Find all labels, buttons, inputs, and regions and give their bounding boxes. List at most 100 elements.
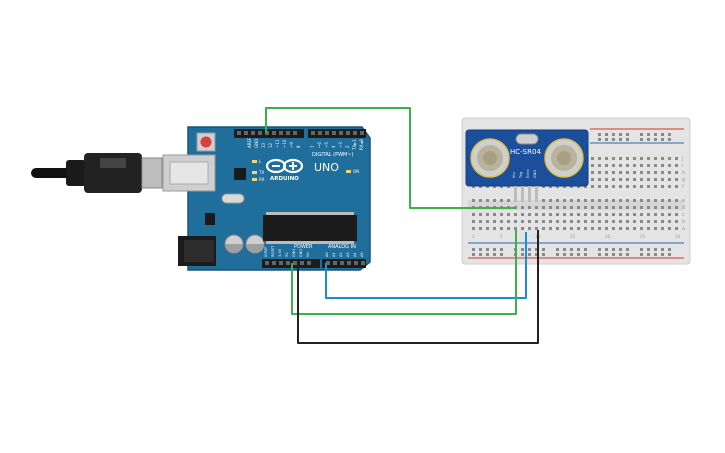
arduino-uno-board[interactable]: AREF GND 13 12 ~11 ~10 ~9 8 7 ~6 ~5 4 ~3…	[162, 126, 371, 271]
breadboard-hole[interactable]	[591, 164, 594, 167]
breadboard-hole[interactable]	[668, 199, 671, 202]
breadboard-hole[interactable]	[675, 171, 678, 174]
breadboard-hole[interactable]	[654, 227, 657, 230]
breadboard-hole[interactable]	[500, 253, 503, 256]
breadboard-hole[interactable]	[661, 206, 664, 209]
breadboard-hole[interactable]	[633, 213, 636, 216]
breadboard-hole[interactable]	[675, 164, 678, 167]
breadboard-hole[interactable]	[605, 138, 608, 141]
breadboard-hole[interactable]	[486, 199, 489, 202]
breadboard-hole[interactable]	[493, 213, 496, 216]
breadboard-hole[interactable]	[598, 253, 601, 256]
breadboard-hole[interactable]	[633, 199, 636, 202]
breadboard-hole[interactable]	[654, 206, 657, 209]
breadboard-hole[interactable]	[591, 199, 594, 202]
breadboard-hole[interactable]	[647, 171, 650, 174]
breadboard-hole[interactable]	[675, 157, 678, 160]
breadboard-hole[interactable]	[633, 157, 636, 160]
breadboard-hole[interactable]	[612, 253, 615, 256]
breadboard-hole[interactable]	[626, 227, 629, 230]
breadboard-hole[interactable]	[500, 248, 503, 251]
reset-button[interactable]	[200, 136, 212, 148]
breadboard-hole[interactable]	[647, 185, 650, 188]
breadboard-hole[interactable]	[612, 206, 615, 209]
breadboard-hole[interactable]	[626, 253, 629, 256]
breadboard-hole[interactable]	[500, 199, 503, 202]
breadboard-hole[interactable]	[577, 199, 580, 202]
breadboard-hole[interactable]	[619, 248, 622, 251]
breadboard-hole[interactable]	[528, 248, 531, 251]
breadboard-hole[interactable]	[626, 133, 629, 136]
breadboard-hole[interactable]	[577, 248, 580, 251]
breadboard-hole[interactable]	[577, 220, 580, 223]
breadboard-hole[interactable]	[598, 227, 601, 230]
breadboard-hole[interactable]	[493, 253, 496, 256]
breadboard-hole[interactable]	[661, 253, 664, 256]
breadboard-hole[interactable]	[528, 227, 531, 230]
breadboard-hole[interactable]	[521, 227, 524, 230]
breadboard-hole[interactable]	[640, 199, 643, 202]
breadboard-hole[interactable]	[605, 178, 608, 181]
breadboard-hole[interactable]	[493, 199, 496, 202]
breadboard-hole[interactable]	[675, 227, 678, 230]
breadboard-hole[interactable]	[486, 213, 489, 216]
breadboard-hole[interactable]	[507, 220, 510, 223]
breadboard-hole[interactable]	[619, 138, 622, 141]
breadboard-hole[interactable]	[633, 171, 636, 174]
breadboard-hole[interactable]	[479, 199, 482, 202]
breadboard-hole[interactable]	[591, 220, 594, 223]
breadboard-hole[interactable]	[493, 227, 496, 230]
breadboard-hole[interactable]	[507, 227, 510, 230]
breadboard-hole[interactable]	[556, 206, 559, 209]
breadboard-hole[interactable]	[486, 253, 489, 256]
breadboard-hole[interactable]	[633, 227, 636, 230]
breadboard-hole[interactable]	[668, 227, 671, 230]
breadboard-hole[interactable]	[640, 157, 643, 160]
breadboard-hole[interactable]	[661, 171, 664, 174]
breadboard-hole[interactable]	[535, 248, 538, 251]
breadboard-hole[interactable]	[668, 253, 671, 256]
breadboard-hole[interactable]	[668, 164, 671, 167]
breadboard-hole[interactable]	[626, 213, 629, 216]
breadboard-hole[interactable]	[605, 206, 608, 209]
breadboard-hole[interactable]	[479, 227, 482, 230]
wire-blue-echo[interactable]	[325, 232, 527, 299]
breadboard-hole[interactable]	[605, 133, 608, 136]
breadboard-hole[interactable]	[661, 227, 664, 230]
wire-black-gnd[interactable]	[297, 230, 539, 344]
breadboard-hole[interactable]	[668, 185, 671, 188]
breadboard-hole[interactable]	[661, 220, 664, 223]
breadboard-hole[interactable]	[619, 213, 622, 216]
breadboard-hole[interactable]	[479, 248, 482, 251]
breadboard-hole[interactable]	[654, 213, 657, 216]
breadboard-hole[interactable]	[563, 253, 566, 256]
breadboard-hole[interactable]	[535, 206, 538, 209]
breadboard-hole[interactable]	[675, 220, 678, 223]
breadboard-hole[interactable]	[591, 185, 594, 188]
breadboard-hole[interactable]	[626, 157, 629, 160]
breadboard-hole[interactable]	[633, 185, 636, 188]
breadboard-hole[interactable]	[472, 253, 475, 256]
breadboard-hole[interactable]	[563, 248, 566, 251]
breadboard-hole[interactable]	[521, 253, 524, 256]
breadboard-hole[interactable]	[675, 178, 678, 181]
breadboard-hole[interactable]	[654, 248, 657, 251]
breadboard-hole[interactable]	[591, 178, 594, 181]
breadboard-hole[interactable]	[479, 220, 482, 223]
breadboard-hole[interactable]	[619, 199, 622, 202]
breadboard-hole[interactable]	[626, 248, 629, 251]
breadboard-hole[interactable]	[640, 227, 643, 230]
breadboard-hole[interactable]	[542, 253, 545, 256]
breadboard-hole[interactable]	[542, 227, 545, 230]
breadboard-hole[interactable]	[549, 220, 552, 223]
breadboard-hole[interactable]	[591, 171, 594, 174]
breadboard-hole[interactable]	[598, 248, 601, 251]
breadboard-hole[interactable]	[479, 213, 482, 216]
breadboard-hole[interactable]	[619, 178, 622, 181]
breadboard-hole[interactable]	[675, 199, 678, 202]
breadboard-hole[interactable]	[584, 227, 587, 230]
breadboard-hole[interactable]	[612, 164, 615, 167]
breadboard-hole[interactable]	[647, 133, 650, 136]
breadboard-hole[interactable]	[556, 253, 559, 256]
breadboard-hole[interactable]	[626, 206, 629, 209]
